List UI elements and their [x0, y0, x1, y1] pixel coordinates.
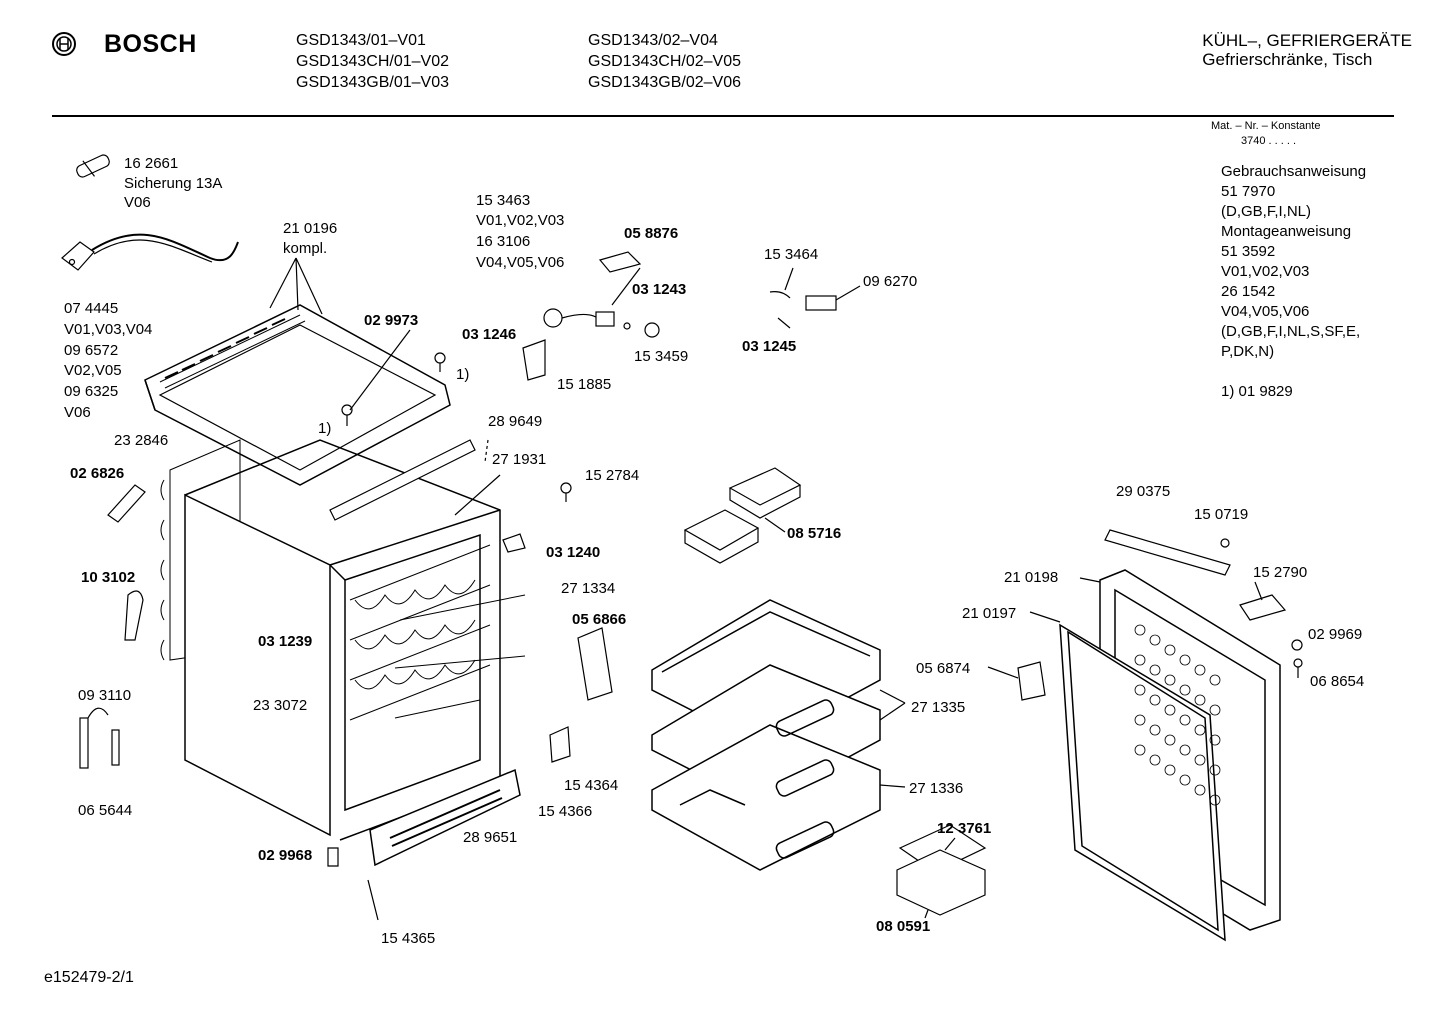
info-line: Gebrauchsanweisung: [1221, 163, 1367, 180]
part-label: V01,V02,V03: [476, 212, 565, 229]
info-line: V01,V02,V03: [1221, 263, 1310, 280]
info-line: Montageanweisung: [1221, 223, 1352, 240]
model-item: GSD1343GB/01–V03: [296, 74, 449, 91]
part-label: 23 2846: [114, 432, 169, 449]
mat-nr-label: Mat. – Nr. – Konstante: [1211, 120, 1321, 132]
part-label: V01,V03,V04: [64, 321, 153, 338]
part-label: 1): [456, 366, 470, 383]
part-label: 15 1885: [557, 376, 612, 393]
part-label: 03 1246: [462, 326, 517, 343]
info-line: 26 1542: [1221, 283, 1276, 300]
header-divider: [52, 115, 1394, 117]
part-label: 15 3463: [476, 192, 531, 209]
base-grille-icon: [369, 768, 521, 867]
info-line: V04,V05,V06: [1221, 303, 1310, 320]
part-label: V04,V05,V06: [476, 254, 565, 271]
part-label: 02 9968: [258, 847, 313, 864]
part-label: 05 6874: [916, 660, 971, 677]
part-label: 15 0719: [1194, 506, 1249, 523]
info-block: Gebrauchsanweisung 51 7970 (D,GB,F,I,NL)…: [1221, 162, 1366, 362]
part-label: 02 9973: [364, 312, 419, 329]
model-list-2: GSD1343/02–V04 GSD1343CH/02–V05 GSD1343G…: [588, 30, 741, 93]
bosch-logo-icon: [52, 32, 76, 56]
part-label: 02 6826: [70, 465, 125, 482]
model-list-1: GSD1343/01–V01 GSD1343CH/01–V02 GSD1343G…: [296, 30, 449, 93]
brand-logo: BOSCH: [104, 30, 197, 58]
cold-pack-icon: [683, 467, 802, 564]
model-item: GSD1343/01–V01: [296, 32, 426, 49]
part-label: V06: [64, 404, 91, 421]
info-line: P,DK,N): [1221, 343, 1275, 360]
part-label: 28 9651: [463, 829, 518, 846]
mat-nr-value: 3740 . . . . .: [1241, 135, 1297, 147]
part-label: Sicherung 13A: [124, 175, 223, 192]
part-label: 27 1335: [911, 699, 966, 716]
part-label: 07 4445: [64, 300, 119, 317]
part-label: 16 2661: [124, 155, 179, 172]
part-label: 21 0197: [962, 605, 1017, 622]
info-line: 51 3592: [1221, 243, 1276, 260]
model-item: GSD1343CH/02–V05: [588, 53, 741, 70]
part-label: 10 3102: [81, 569, 136, 586]
category-line-2: Gefrierschränke, Tisch: [1202, 50, 1373, 69]
power-cord-icon: [61, 233, 239, 271]
part-label: 06 5644: [78, 802, 133, 819]
category-line-1: KÜHL–, GEFRIERGERÄTE: [1202, 31, 1412, 50]
cabinet-body-icon: [184, 439, 501, 841]
part-label: 12 3761: [937, 820, 992, 837]
model-item: GSD1343/02–V04: [588, 32, 718, 49]
footnote: 1) 01 9829: [1221, 383, 1293, 400]
top-cover-icon: [144, 304, 451, 486]
info-line: (D,GB,F,I,NL): [1221, 203, 1312, 220]
part-label: V06: [124, 194, 151, 211]
part-label: 27 1336: [909, 780, 964, 797]
door-icon: [1059, 569, 1281, 942]
part-label: 29 0375: [1116, 483, 1171, 500]
part-label: 03 1239: [258, 633, 313, 650]
part-label: 03 1245: [742, 338, 797, 355]
fuse-icon: [76, 154, 110, 178]
part-label: 15 2790: [1253, 564, 1308, 581]
part-label: 27 1931: [492, 451, 547, 468]
part-label: 15 4366: [538, 803, 593, 820]
part-label: 16 3106: [476, 233, 531, 250]
part-label: 15 2784: [585, 467, 640, 484]
part-label: 03 1243: [632, 281, 687, 298]
part-label: 05 6866: [572, 611, 627, 628]
part-label: 27 1334: [561, 580, 616, 597]
part-label: 23 3072: [253, 697, 308, 714]
part-label: 15 3459: [634, 348, 689, 365]
part-label: 05 8876: [624, 225, 679, 242]
model-item: GSD1343GB/02–V06: [588, 74, 741, 91]
info-line: (D,GB,F,I,NL,S,SF,E,: [1221, 323, 1361, 340]
drawers-icon: [651, 599, 881, 871]
part-label: 09 3110: [78, 687, 132, 704]
info-line: 51 7970: [1221, 183, 1276, 200]
part-label: 08 0591: [876, 918, 931, 935]
part-label: 1): [318, 420, 332, 437]
category-title: KÜHL–, GEFRIERGERÄTE Gefrierschränke, Ti…: [1202, 31, 1412, 69]
part-label: 15 4364: [564, 777, 619, 794]
part-label: 08 5716: [787, 525, 842, 542]
part-label: 09 6572: [64, 342, 119, 359]
part-label: 21 0196: [283, 220, 338, 237]
part-label: kompl.: [283, 240, 328, 257]
part-label: 28 9649: [488, 413, 543, 430]
part-label: V02,V05: [64, 362, 122, 379]
part-label: 21 0198: [1004, 569, 1059, 586]
part-label: 09 6325: [64, 383, 119, 400]
part-label: 15 3464: [764, 246, 819, 263]
model-item: GSD1343CH/01–V02: [296, 53, 449, 70]
part-label: 09 6270: [863, 273, 918, 290]
document-id: e152479-2/1: [44, 969, 134, 986]
part-label: 15 4365: [381, 930, 436, 947]
part-label: 06 8654: [1310, 673, 1365, 690]
part-label: 02 9969: [1308, 626, 1363, 643]
part-label: 03 1240: [546, 544, 601, 561]
evaporator-icon: [349, 544, 526, 721]
